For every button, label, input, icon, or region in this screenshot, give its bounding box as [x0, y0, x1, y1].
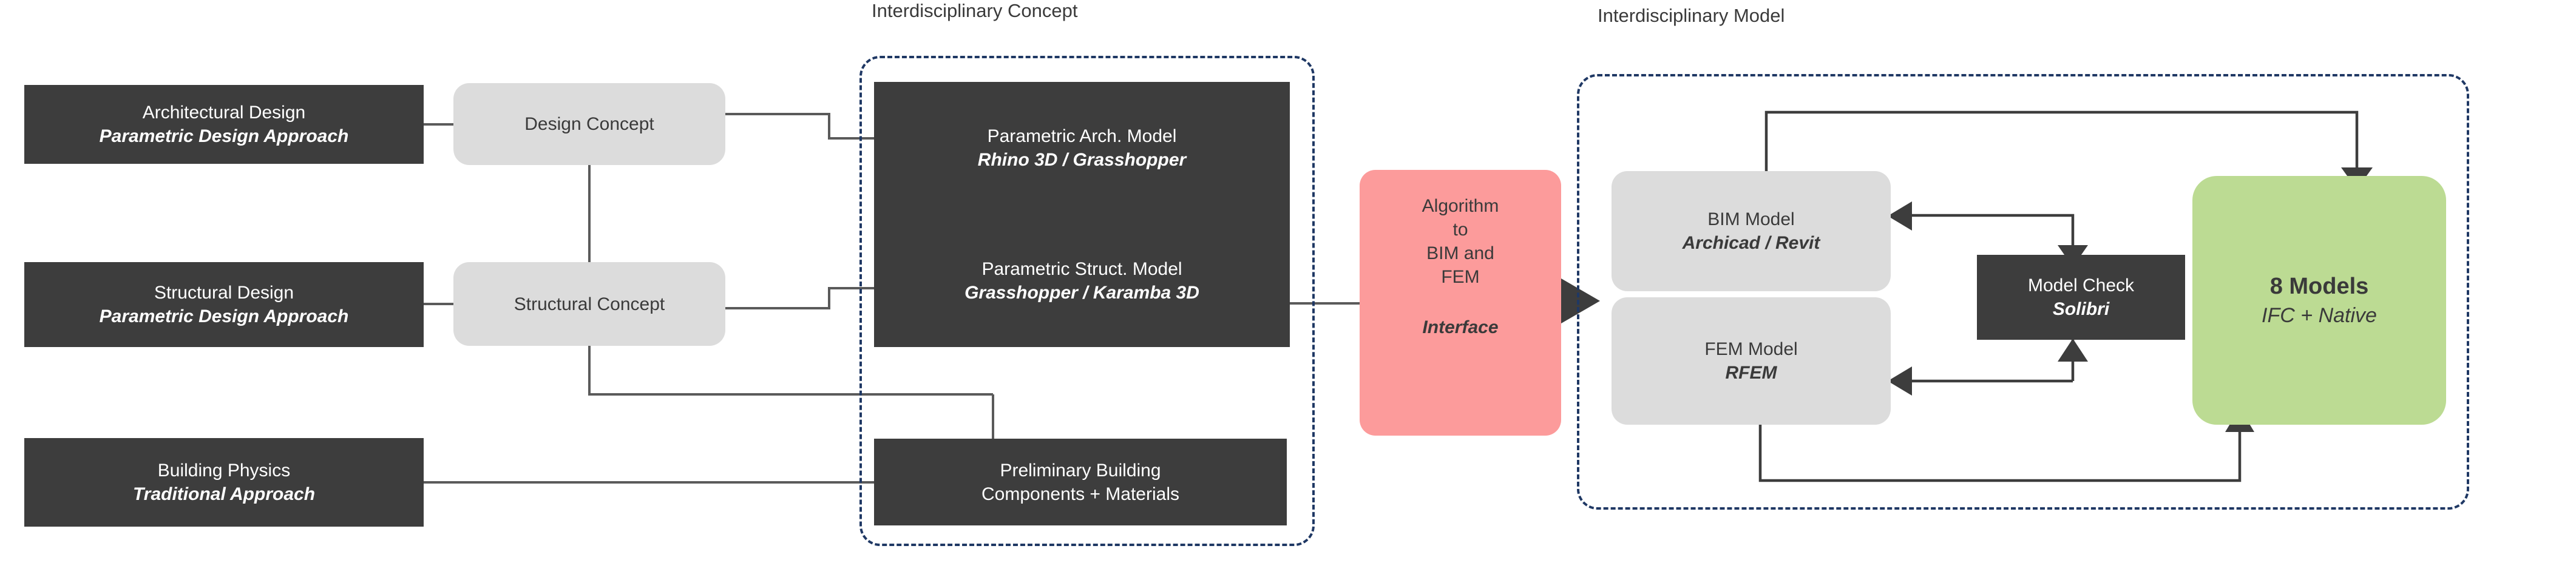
eight-models-title: 8 Models — [2269, 274, 2369, 300]
node-fem-model[interactable]: FEM Model RFEM — [1612, 297, 1891, 425]
node-model-check[interactable]: Model Check Solibri — [1977, 255, 2185, 340]
preliminary-building-line2: Components + Materials — [981, 484, 1179, 504]
building-physics-subtitle: Traditional Approach — [132, 484, 316, 504]
algorithm-subtitle: Interface — [1422, 317, 1499, 337]
algorithm-line1: Algorithm — [1422, 196, 1499, 216]
structural-design-subtitle: Parametric Design Approach — [99, 306, 349, 326]
node-architectural-design[interactable]: Architectural Design Parametric Design A… — [24, 85, 424, 164]
group-label-interdisciplinary-model: Interdisciplinary Model — [1598, 5, 1785, 26]
node-structural-concept[interactable]: Structural Concept — [453, 262, 725, 346]
architectural-design-subtitle: Parametric Design Approach — [99, 126, 349, 146]
link-structural-concept-to-struct-model — [725, 287, 874, 309]
structural-concept-title: Structural Concept — [514, 294, 665, 314]
architectural-design-title: Architectural Design — [142, 103, 306, 123]
node-preliminary-building[interactable]: Preliminary Building Components + Materi… — [874, 439, 1287, 525]
bim-model-subtitle: Archicad / Revit — [1682, 233, 1820, 253]
parametric-struct-model-group: Parametric Struct. Model Grasshopper / K… — [964, 257, 1199, 305]
node-parametric-models[interactable]: Parametric Arch. Model Rhino 3D / Grassh… — [874, 82, 1290, 347]
parametric-arch-model-group: Parametric Arch. Model Rhino 3D / Grassh… — [978, 124, 1186, 172]
fem-model-title: FEM Model — [1704, 339, 1798, 359]
parametric-arch-model-subtitle: Rhino 3D / Grasshopper — [977, 150, 1187, 170]
parametric-struct-model-subtitle: Grasshopper / Karamba 3D — [964, 282, 1199, 303]
bim-model-title: BIM Model — [1707, 209, 1795, 229]
structural-design-title: Structural Design — [154, 283, 294, 303]
algorithm-line4: FEM — [1441, 267, 1480, 287]
fem-model-subtitle: RFEM — [1725, 363, 1777, 383]
algorithm-line2: to — [1452, 220, 1468, 240]
design-concept-title: Design Concept — [524, 114, 654, 134]
building-physics-title: Building Physics — [157, 461, 291, 481]
link-design-concept-to-arch-model — [725, 113, 874, 140]
node-bim-model[interactable]: BIM Model Archicad / Revit — [1612, 171, 1891, 291]
algorithm-line3: BIM and — [1426, 243, 1494, 263]
model-check-title: Model Check — [2027, 275, 2135, 295]
group-box-interdisciplinary-concept — [859, 56, 1315, 546]
node-design-concept[interactable]: Design Concept — [453, 83, 725, 165]
eight-models-subtitle: IFC + Native — [2262, 303, 2377, 327]
node-building-physics[interactable]: Building Physics Traditional Approach — [24, 438, 424, 527]
parametric-struct-model-title: Parametric Struct. Model — [981, 258, 1182, 279]
parametric-arch-model-title: Parametric Arch. Model — [987, 126, 1177, 147]
node-eight-models[interactable]: 8 Models IFC + Native — [2192, 176, 2446, 425]
group-box-interdisciplinary-model — [1577, 74, 2469, 510]
preliminary-building-line1: Preliminary Building — [1000, 460, 1161, 481]
group-label-interdisciplinary-concept: Interdisciplinary Concept — [872, 0, 1078, 21]
node-algorithm-interface[interactable]: Algorithm to BIM and FEM Interface — [1360, 170, 1561, 436]
node-structural-design[interactable]: Structural Design Parametric Design Appr… — [24, 262, 424, 347]
model-check-subtitle: Solibri — [2052, 299, 2110, 319]
